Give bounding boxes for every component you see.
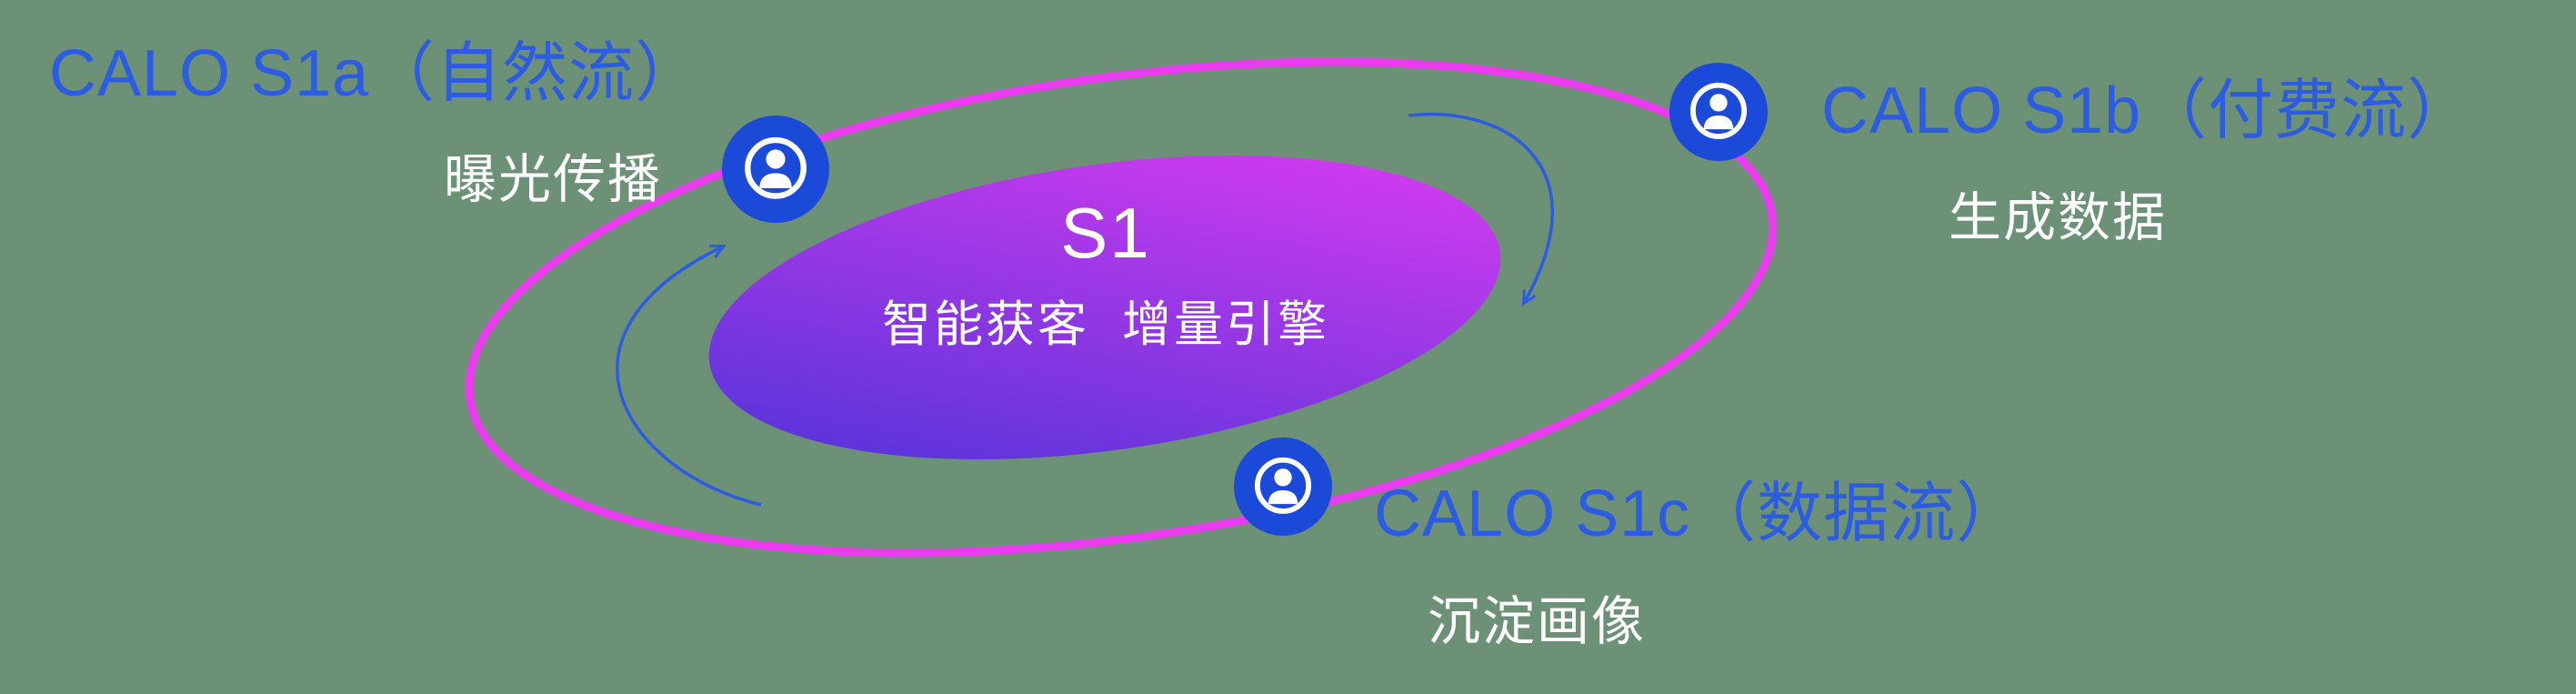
- user-icon: [722, 116, 829, 223]
- node-icon-s1a: [722, 116, 829, 223]
- flow-arrow-left: [616, 244, 762, 507]
- node-label-s1c: CALO S1c（数据流）: [1374, 478, 2023, 550]
- flow-arrow-top-right: [1408, 113, 1554, 307]
- core-subtitle: 智能获客 增量引擎: [881, 297, 1329, 352]
- node-sublabel-s1b: 生成数据: [1949, 188, 2168, 247]
- node-label-s1a: CALO S1a（自然流）: [49, 37, 702, 110]
- node-icon-s1b: [1669, 63, 1768, 161]
- core-label-group: S1 智能获客 增量引擎: [833, 196, 1378, 356]
- user-icon: [1234, 438, 1332, 536]
- core-title: S1: [1060, 193, 1151, 273]
- user-icon: [1669, 63, 1768, 161]
- orbit-ring: [465, 57, 1778, 558]
- node-label-s1b: CALO S1b（付费流）: [1821, 75, 2474, 147]
- core-ellipse: [708, 155, 1501, 460]
- node-sublabel-s1a: 曝光传播: [444, 150, 663, 209]
- node-sublabel-s1c: 沉淀画像: [1428, 592, 1647, 651]
- node-icon-s1c: [1234, 438, 1332, 536]
